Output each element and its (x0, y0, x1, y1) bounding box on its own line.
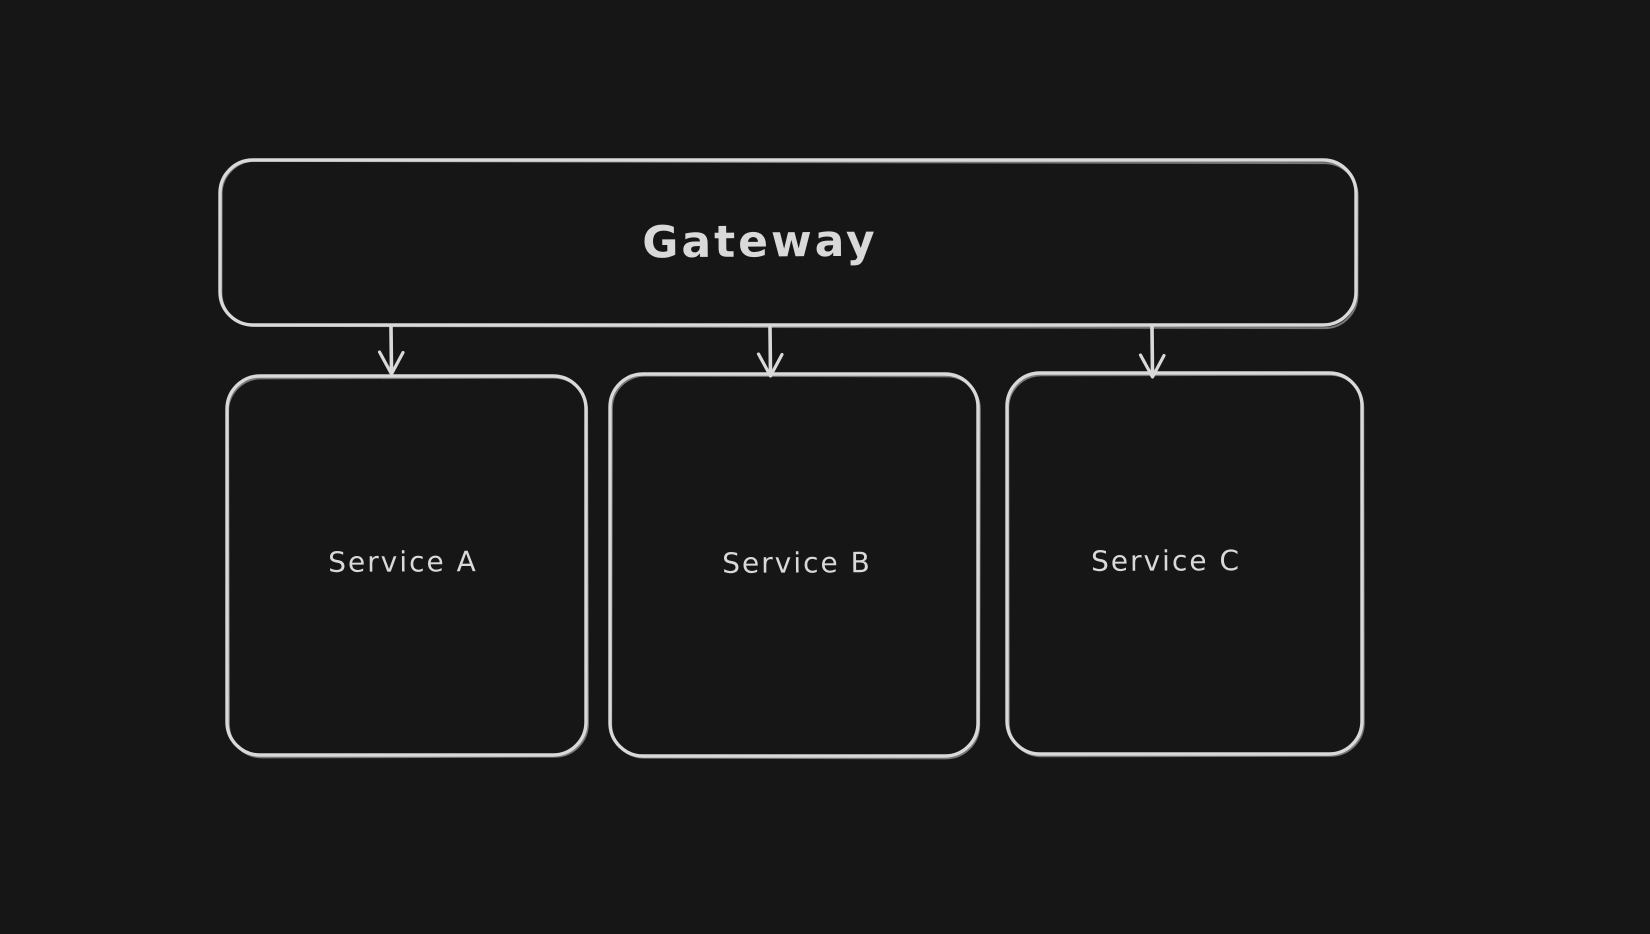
node-service-a-label: Service A (328, 545, 478, 579)
arrow-gateway-to-service-a (377, 325, 405, 376)
arrow-gateway-to-service-b (756, 325, 784, 378)
node-service-c-box (1005, 371, 1365, 758)
node-service-c-label: Service C (1090, 544, 1242, 578)
node-gateway-box (218, 158, 1359, 330)
arrow-gateway-to-service-c (1138, 325, 1166, 379)
node-gateway-label: Gateway (642, 215, 878, 269)
node-service-b-box (608, 372, 981, 760)
node-service-b-label: Service B (722, 546, 872, 580)
node-service-a-box (225, 374, 589, 759)
